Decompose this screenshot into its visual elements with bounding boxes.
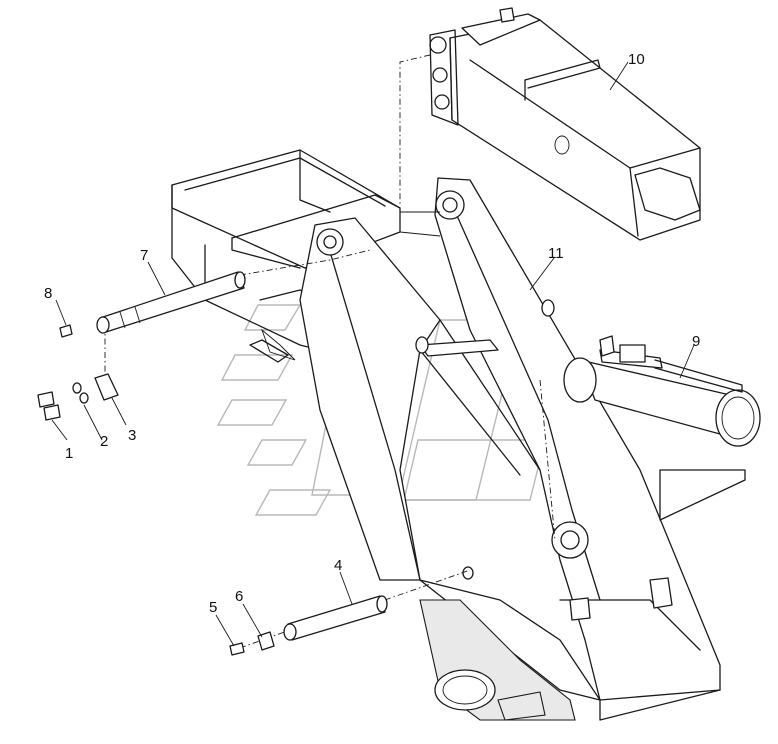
pin-7 [96, 271, 246, 334]
main-boom-arm [299, 177, 746, 721]
hydraulic-cylinder [563, 335, 761, 447]
callout-1: 1 [65, 445, 73, 462]
callout-6: 6 [235, 588, 243, 605]
callout-7: 7 [140, 247, 148, 264]
callout-10: 10 [628, 51, 645, 68]
callout-8: 8 [44, 285, 52, 302]
pin-4 [283, 595, 388, 641]
callout-11: 11 [548, 245, 564, 262]
callout-4: 4 [334, 557, 342, 574]
leader-lines [51, 61, 695, 647]
callout-5: 5 [209, 599, 217, 616]
callout-3: 3 [128, 427, 136, 444]
small-hardware [37, 324, 275, 656]
top-box-component [429, 7, 701, 241]
callout-2: 2 [100, 433, 108, 450]
callout-9: 9 [692, 333, 700, 350]
